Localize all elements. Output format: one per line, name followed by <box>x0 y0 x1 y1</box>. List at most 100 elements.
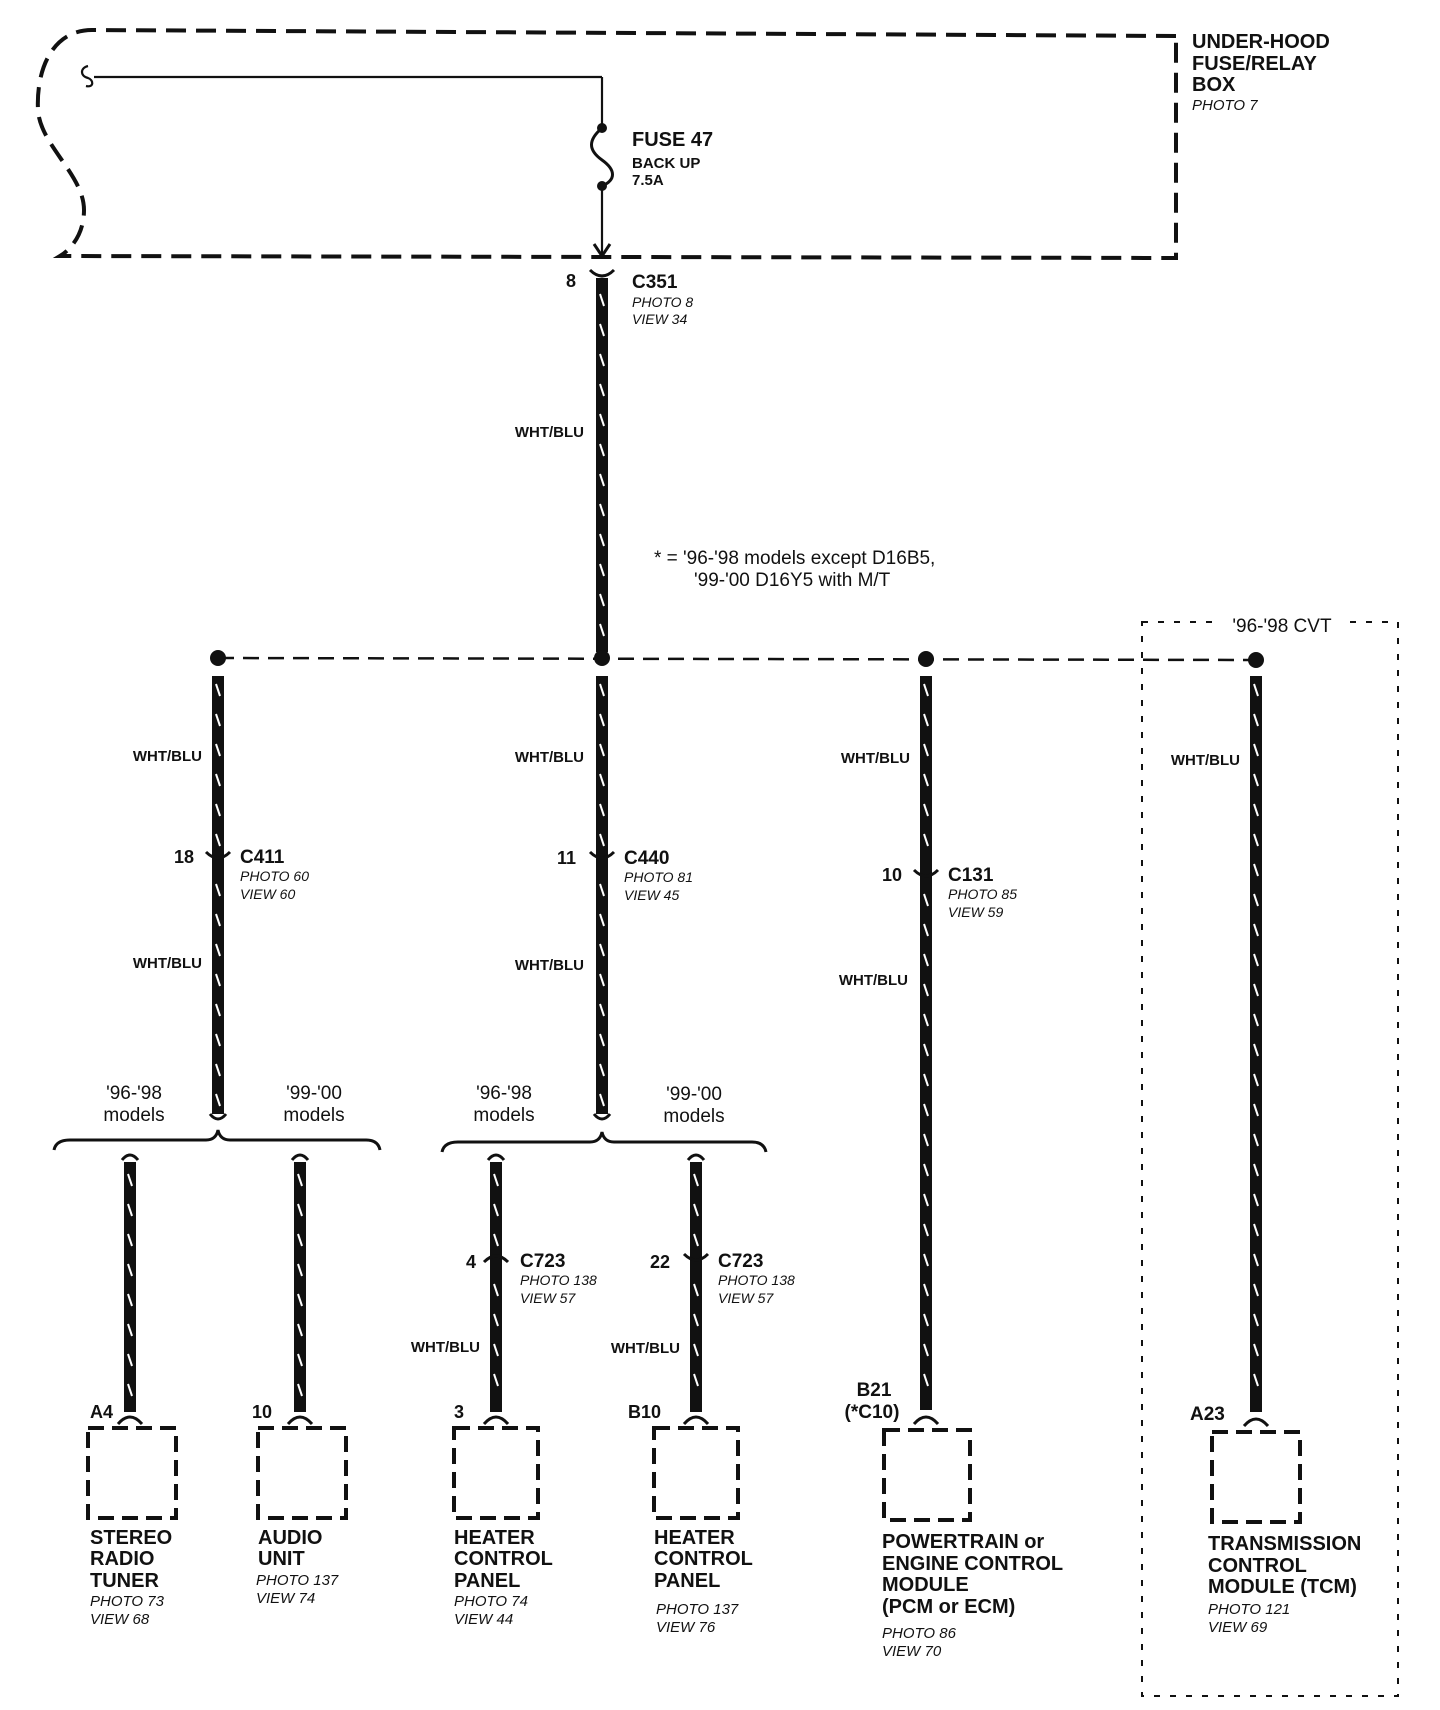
heater1-component-box <box>452 1426 540 1520</box>
tcm-pin-terminal-icon <box>1242 1417 1270 1428</box>
audio-photo: PHOTO 137 <box>256 1572 339 1589</box>
wire-stripe-mark <box>1253 1133 1259 1147</box>
tcm-component-box <box>1210 1430 1302 1524</box>
connector-c440-icon <box>588 850 616 860</box>
wire-stripe-mark <box>923 1133 929 1147</box>
wire-stripe-mark <box>493 1173 499 1187</box>
wire-stripe-mark <box>599 1093 605 1107</box>
wire-stripe-mark <box>215 1033 221 1047</box>
wire-label-middle-upper: WHT/BLU <box>515 749 584 766</box>
wire-stripe-mark <box>923 1043 929 1057</box>
wire-stripe-mark <box>599 1063 605 1077</box>
connector-c131-icon <box>912 868 940 878</box>
wire-stripe-mark <box>599 323 605 337</box>
connector-c351-photo: PHOTO 8 <box>632 294 693 310</box>
stereo-name-line-3: TUNER <box>90 1570 159 1592</box>
wire-label-pcm-lower: WHT/BLU <box>839 972 908 989</box>
wire-stripe-mark <box>923 1103 929 1117</box>
connector-c723-pin22: 22 C723 PHOTO 138 VIEW 57 <box>650 1251 795 1306</box>
wire-stripe-mark <box>1253 923 1259 937</box>
wire-stripe-mark <box>215 773 221 787</box>
wire-stripe-mark <box>923 983 929 997</box>
audio-component-box <box>256 1426 348 1520</box>
heater1-pin: 3 <box>454 1402 464 1422</box>
connector-c411-pin: 18 <box>174 847 194 867</box>
wire-stripe-mark <box>297 1323 303 1337</box>
fuse-element-icon <box>590 126 614 188</box>
connector-c723-pin4-icon <box>482 1254 510 1264</box>
pcm-pin-line-1: B21 <box>857 1380 892 1401</box>
connector-c723-pin22-icon <box>682 1252 710 1262</box>
tcm-view: VIEW 69 <box>1208 1619 1268 1636</box>
wire-stripe-mark <box>215 943 221 957</box>
cvt-label: '96-'98 CVT <box>1232 616 1332 637</box>
connector-c131-name: C131 <box>948 865 994 886</box>
wire-stripe-mark <box>599 533 605 547</box>
wire-stripe-mark <box>127 1233 133 1247</box>
wire-stripe-mark <box>1253 863 1259 877</box>
pcm-pin-terminal-icon <box>912 1415 940 1426</box>
wire-stripe-mark <box>1253 833 1259 847</box>
wire-stripe-mark <box>599 563 605 577</box>
wire-stripe-mark <box>297 1383 303 1397</box>
stereo-name-line-2: RADIO <box>90 1548 154 1570</box>
model-label-mid-96-98-line-1: '96-'98 <box>476 1083 532 1104</box>
tcm-name-line-3: MODULE (TCM) <box>1208 1576 1357 1598</box>
wire-stripe-mark <box>923 1073 929 1087</box>
tcm-photo: PHOTO 121 <box>1208 1601 1290 1618</box>
connector-c351-view: VIEW 34 <box>632 311 687 327</box>
pcm-photo: PHOTO 86 <box>882 1625 957 1642</box>
connector-c723-pin22-name: C723 <box>718 1251 763 1272</box>
wire-label-heater2: WHT/BLU <box>611 1340 680 1357</box>
wire-stripe-mark <box>599 503 605 517</box>
wire-stripe-mark <box>599 833 605 847</box>
brace-middle <box>440 1131 768 1153</box>
fuse-box-title-line-1: UNDER-HOOD <box>1192 31 1330 53</box>
audio-name-line-1: AUDIO <box>258 1527 322 1549</box>
wire-stripe-mark <box>1253 1223 1259 1237</box>
audio-pin: 10 <box>252 1402 272 1422</box>
connector-c411-name: C411 <box>240 847 285 868</box>
heater2-name-line-3: PANEL <box>654 1570 720 1592</box>
wire-stripe-mark <box>599 383 605 397</box>
splice-left <box>210 650 226 666</box>
wire-stripe-mark <box>1253 1373 1259 1387</box>
model-label-mid-96-98-line-2: models <box>473 1105 534 1126</box>
wire-label-main: WHT/BLU <box>515 424 584 441</box>
heater1-view: VIEW 44 <box>454 1611 513 1628</box>
stereo-component-box <box>86 1426 178 1520</box>
splice-tcm <box>1248 652 1264 668</box>
brace-left <box>52 1129 382 1151</box>
internal-feed-wire <box>80 64 604 126</box>
wire-stripe-mark <box>923 833 929 847</box>
wire-stripe-mark <box>693 1173 699 1187</box>
tcm-pin: A23 <box>1190 1404 1225 1425</box>
wire-stripe-mark <box>215 913 221 927</box>
wire-stripe-mark <box>1253 1343 1259 1357</box>
wire-stripe-mark <box>297 1263 303 1277</box>
wire-stripe-mark <box>923 1373 929 1387</box>
connector-c723-pin4-photo: PHOTO 138 <box>520 1272 597 1288</box>
wire-stripe-mark <box>599 713 605 727</box>
connector-c131-view: VIEW 59 <box>948 904 1003 920</box>
fuse-rating: 7.5A <box>632 172 664 189</box>
wire-stripe-mark <box>1253 1283 1259 1297</box>
wire-stripe-mark <box>1253 983 1259 997</box>
wire-stripe-mark <box>1253 683 1259 697</box>
splice-middle <box>594 650 610 666</box>
wire-stripe-mark <box>923 1253 929 1267</box>
heater2-photo: PHOTO 137 <box>656 1601 739 1618</box>
fuse-box-title-line-3: BOX <box>1192 74 1236 96</box>
wire-stripe-mark <box>215 1063 221 1077</box>
connector-c723-pin4-name: C723 <box>520 1251 565 1272</box>
wire-stripe-mark <box>215 683 221 697</box>
pcm-name-line-3: MODULE <box>882 1574 969 1596</box>
stereo-view: VIEW 68 <box>90 1611 150 1628</box>
wire-stripe-mark <box>1253 953 1259 967</box>
wire-stripe-mark <box>1253 743 1259 757</box>
wire-stripe-mark <box>923 773 929 787</box>
heater1-wire-top-terminal-icon <box>486 1153 506 1161</box>
wire-stripe-mark <box>297 1173 303 1187</box>
pcm-view: VIEW 70 <box>882 1643 942 1660</box>
fuse-47: FUSE 47 BACK UP 7.5A <box>590 123 713 259</box>
